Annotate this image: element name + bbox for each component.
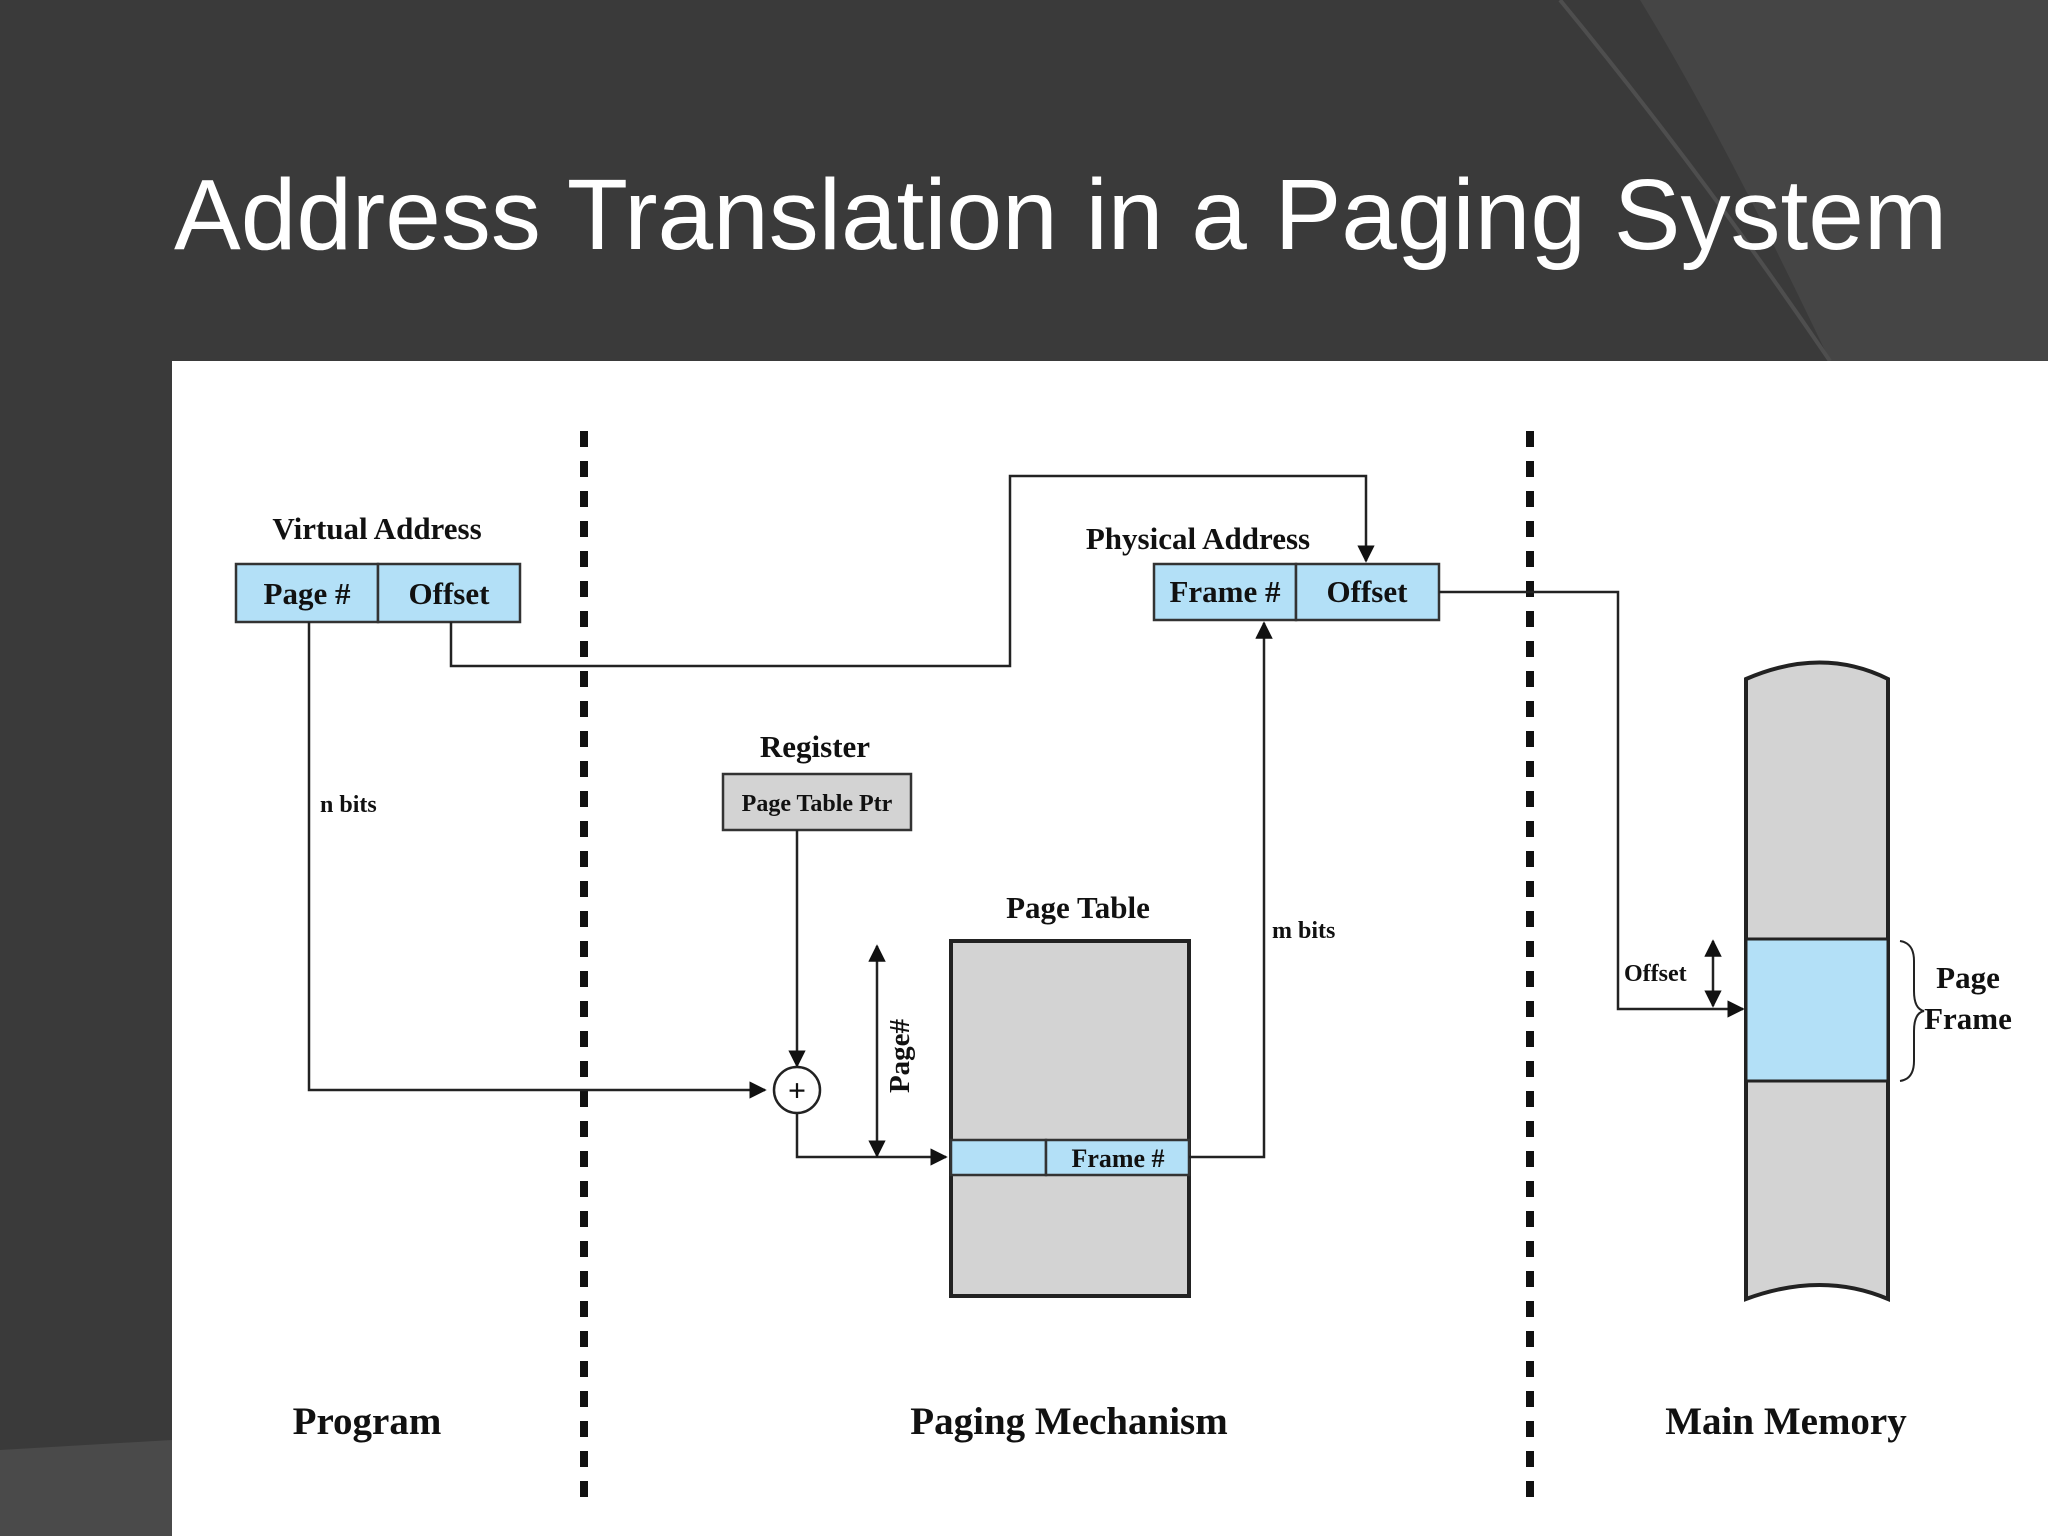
region-main-memory: Main Memory	[1665, 1400, 1907, 1443]
page-frame-brace	[1899, 940, 1925, 1082]
page-table-ptr-field	[721, 772, 913, 832]
frame-number-line	[1189, 621, 1273, 1159]
page-index-label: Page#	[884, 1018, 916, 1093]
virtual-page-text: Page #	[264, 576, 351, 611]
memory-offset-label: Offset	[1624, 961, 1687, 987]
physical-frame-field	[1152, 562, 1298, 622]
page-frame-label-line2: Frame	[1924, 1001, 2012, 1036]
page-frame-block	[1744, 937, 1890, 1083]
virtual-offset-field	[376, 562, 522, 624]
page-table	[949, 939, 1191, 1298]
physical-offset-text: Offset	[1327, 574, 1409, 609]
page-table-ptr-text: Page Table Ptr	[742, 791, 893, 817]
m-bits-label: m bits	[1272, 918, 1335, 944]
n-bits-label: n bits	[320, 792, 377, 818]
page-number-line	[307, 622, 767, 1099]
region-paging-mechanism: Paging Mechanism	[910, 1400, 1227, 1443]
virtual-offset-text: Offset	[409, 576, 491, 611]
physical-offset-field	[1294, 562, 1441, 622]
page-table-entry-frame	[1044, 1138, 1191, 1177]
diagram-panel: Virtual Address Page # Offset n bits Reg…	[172, 361, 2048, 1536]
virtual-page-field	[234, 562, 380, 624]
page-table-entry-left	[949, 1138, 1048, 1177]
adder-output-line	[795, 1113, 948, 1166]
adder-symbol: +	[788, 1072, 806, 1108]
offset-line	[449, 474, 1375, 668]
background-swoosh-edge	[1558, 0, 1832, 363]
page-frame-label-line1: Page	[1936, 960, 2000, 995]
region-program: Program	[293, 1400, 442, 1443]
background-swoosh	[1560, 0, 2048, 361]
background-corner-shade	[0, 1440, 172, 1536]
page-table-label: Page Table	[1006, 890, 1150, 925]
page-table-frame-text: Frame #	[1071, 1144, 1164, 1173]
register-label: Register	[760, 729, 870, 764]
physical-address-label: Physical Address	[1086, 521, 1310, 556]
physical-to-memory-line	[1439, 590, 1745, 1018]
physical-frame-text: Frame #	[1169, 574, 1281, 609]
slide-title: Address Translation in a Paging System	[174, 159, 1948, 271]
paging-diagram: Virtual Address Page # Offset n bits Reg…	[234, 431, 2012, 1511]
virtual-address-label: Virtual Address	[272, 511, 481, 546]
